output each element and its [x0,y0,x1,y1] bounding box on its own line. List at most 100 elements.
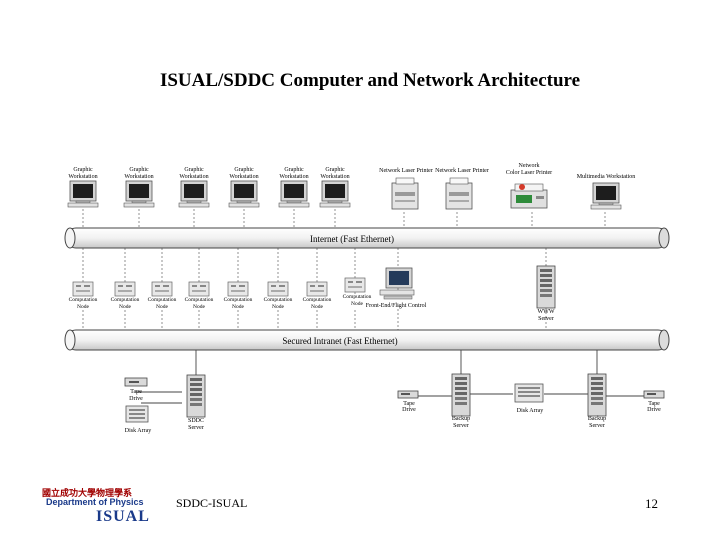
graphic-workstation[interactable]: Graphic Workstation [123,167,155,208]
printer-icon [391,177,419,210]
disk-array-label: Disk Array [517,408,544,414]
workstation-label-line2: Workstation [68,174,97,180]
monitor-icon [178,180,210,208]
monitor-icon [319,180,351,208]
tape-drive-label-line2: Drive [129,396,143,402]
logo-chinese-text: 國立成功大學物理學系 [42,489,133,499]
tape-drive-label-line2: Drive [402,407,416,413]
graphic-workstation[interactable]: Graphic Workstation [278,167,310,208]
disk-array-icon [125,405,149,423]
monitor-icon [67,180,99,208]
sddc-server-label-line1: SDDC [188,418,204,424]
computation-node[interactable]: Computation Node [185,281,214,310]
tape-drive-icon [643,390,665,399]
workstation-label-line1: Graphic [325,167,345,173]
www-server-label-line1: WWW [538,309,555,315]
computation-node[interactable]: Computation Node [148,281,177,310]
tape-drive[interactable]: Tape Drive [643,390,665,413]
network-laser-printer[interactable]: Network Laser Printer [379,168,433,210]
computation-node[interactable]: Computation Node [343,277,372,307]
solid-links [136,342,644,404]
computation-node[interactable]: Computation Node [69,281,98,310]
tape-drive-icon [397,390,419,399]
computation-node[interactable]: Computation Node [111,281,140,310]
monitor-icon [123,180,155,208]
server-node-icon [267,281,289,297]
node-label-line2: Node [77,304,89,310]
node-label-line2: Node [272,304,284,310]
server-node-icon [72,281,94,297]
tape-drive-label-line2: Drive [647,407,661,413]
tape-drive[interactable]: Tape Drive [124,377,148,402]
workstation-label-line1: Graphic [129,167,149,173]
page-number: 12 [645,496,658,511]
intranet-bus-label: Secured Intranet (Fast Ethernet) [282,336,397,346]
www-server[interactable]: WWW Server [536,265,556,322]
disk-array-icon [514,383,544,403]
node-label-line1: Computation [264,297,293,303]
connection-lines [82,205,606,338]
server-tower-icon [186,374,206,418]
sddc-server-label-line2: Server [188,425,204,431]
node-label-line1: Computation [343,294,372,300]
backup-server-label-line2: Server [453,423,469,429]
tape-drive[interactable]: Tape Drive [397,390,419,413]
node-label-line1: Computation [185,297,214,303]
server-tower-icon [536,265,556,309]
node-label-line2: Node [119,304,131,310]
node-label-line2: Node [232,304,244,310]
slide-title: ISUAL/SDDC Computer and Network Architec… [159,70,581,91]
node-label-line1: Computation [148,297,177,303]
server-node-icon [227,281,249,297]
backup-server-label-line1: Backup [452,416,470,422]
server-node-icon [306,281,328,297]
backup-server[interactable]: Backup Server [451,373,471,429]
workstation-label-line1: Graphic [73,167,93,173]
node-label-line2: Node [156,304,168,310]
computer-icon [379,267,415,300]
node-label-line1: Computation [303,297,332,303]
sddc-server[interactable]: SDDC Server [186,374,206,431]
color-printer-label-line2: Color Laser Printer [506,170,552,176]
workstation-label-line1: Graphic [184,167,204,173]
node-label-line1: Computation [224,297,253,303]
server-node-icon [344,277,366,293]
intranet-bus: Secured Intranet (Fast Ethernet) [64,329,670,351]
tape-drive-label-line1: Tape [648,401,660,407]
printer-label: Network Laser Printer [435,168,489,174]
computation-node[interactable]: Computation Node [224,281,253,310]
tape-drive-icon [124,377,148,387]
node-label-line2: Node [351,301,363,307]
workstation-label-line2: Workstation [229,174,258,180]
server-node-icon [151,281,173,297]
disk-array[interactable]: Disk Array [125,405,152,434]
backup-server[interactable]: Backup Server [587,373,607,429]
server-node-icon [188,281,210,297]
graphic-workstation[interactable]: Graphic Workstation [178,167,210,208]
node-label-line1: Computation [69,297,98,303]
graphic-workstation[interactable]: Graphic Workstation [319,167,351,208]
graphic-workstation[interactable]: Graphic Workstation [228,167,260,208]
workstation-label-line2: Workstation [279,174,308,180]
workstation-label-line1: Graphic [284,167,304,173]
multimedia-workstation[interactable]: Multimedia Workstation [577,174,636,210]
network-laser-printer[interactable]: Network Laser Printer [435,168,489,210]
computation-node[interactable]: Computation Node [303,281,332,310]
frontend-flight-control[interactable]: Front-End/Flight Control [366,267,427,309]
color-printer-label-line1: Network [519,163,540,169]
frontend-label: Front-End/Flight Control [366,303,427,309]
backup-server-label-line1: Backup [588,416,606,422]
computation-node[interactable]: Computation Node [264,281,293,310]
node-label-line1: Computation [111,297,140,303]
node-label-line2: Node [311,304,323,310]
tape-drive-label-line1: Tape [403,401,415,407]
internet-bus: Internet (Fast Ethernet) [64,227,670,249]
workstation-label-line2: Workstation [320,174,349,180]
node-label-line2: Node [193,304,205,310]
disk-array[interactable]: Disk Array [514,383,544,414]
network-color-laser-printer[interactable]: Network Color Laser Printer [506,163,552,209]
graphic-workstation[interactable]: Graphic Workstation [67,167,99,208]
www-server-label-line2: Server [538,316,554,322]
server-node-icon [114,281,136,297]
